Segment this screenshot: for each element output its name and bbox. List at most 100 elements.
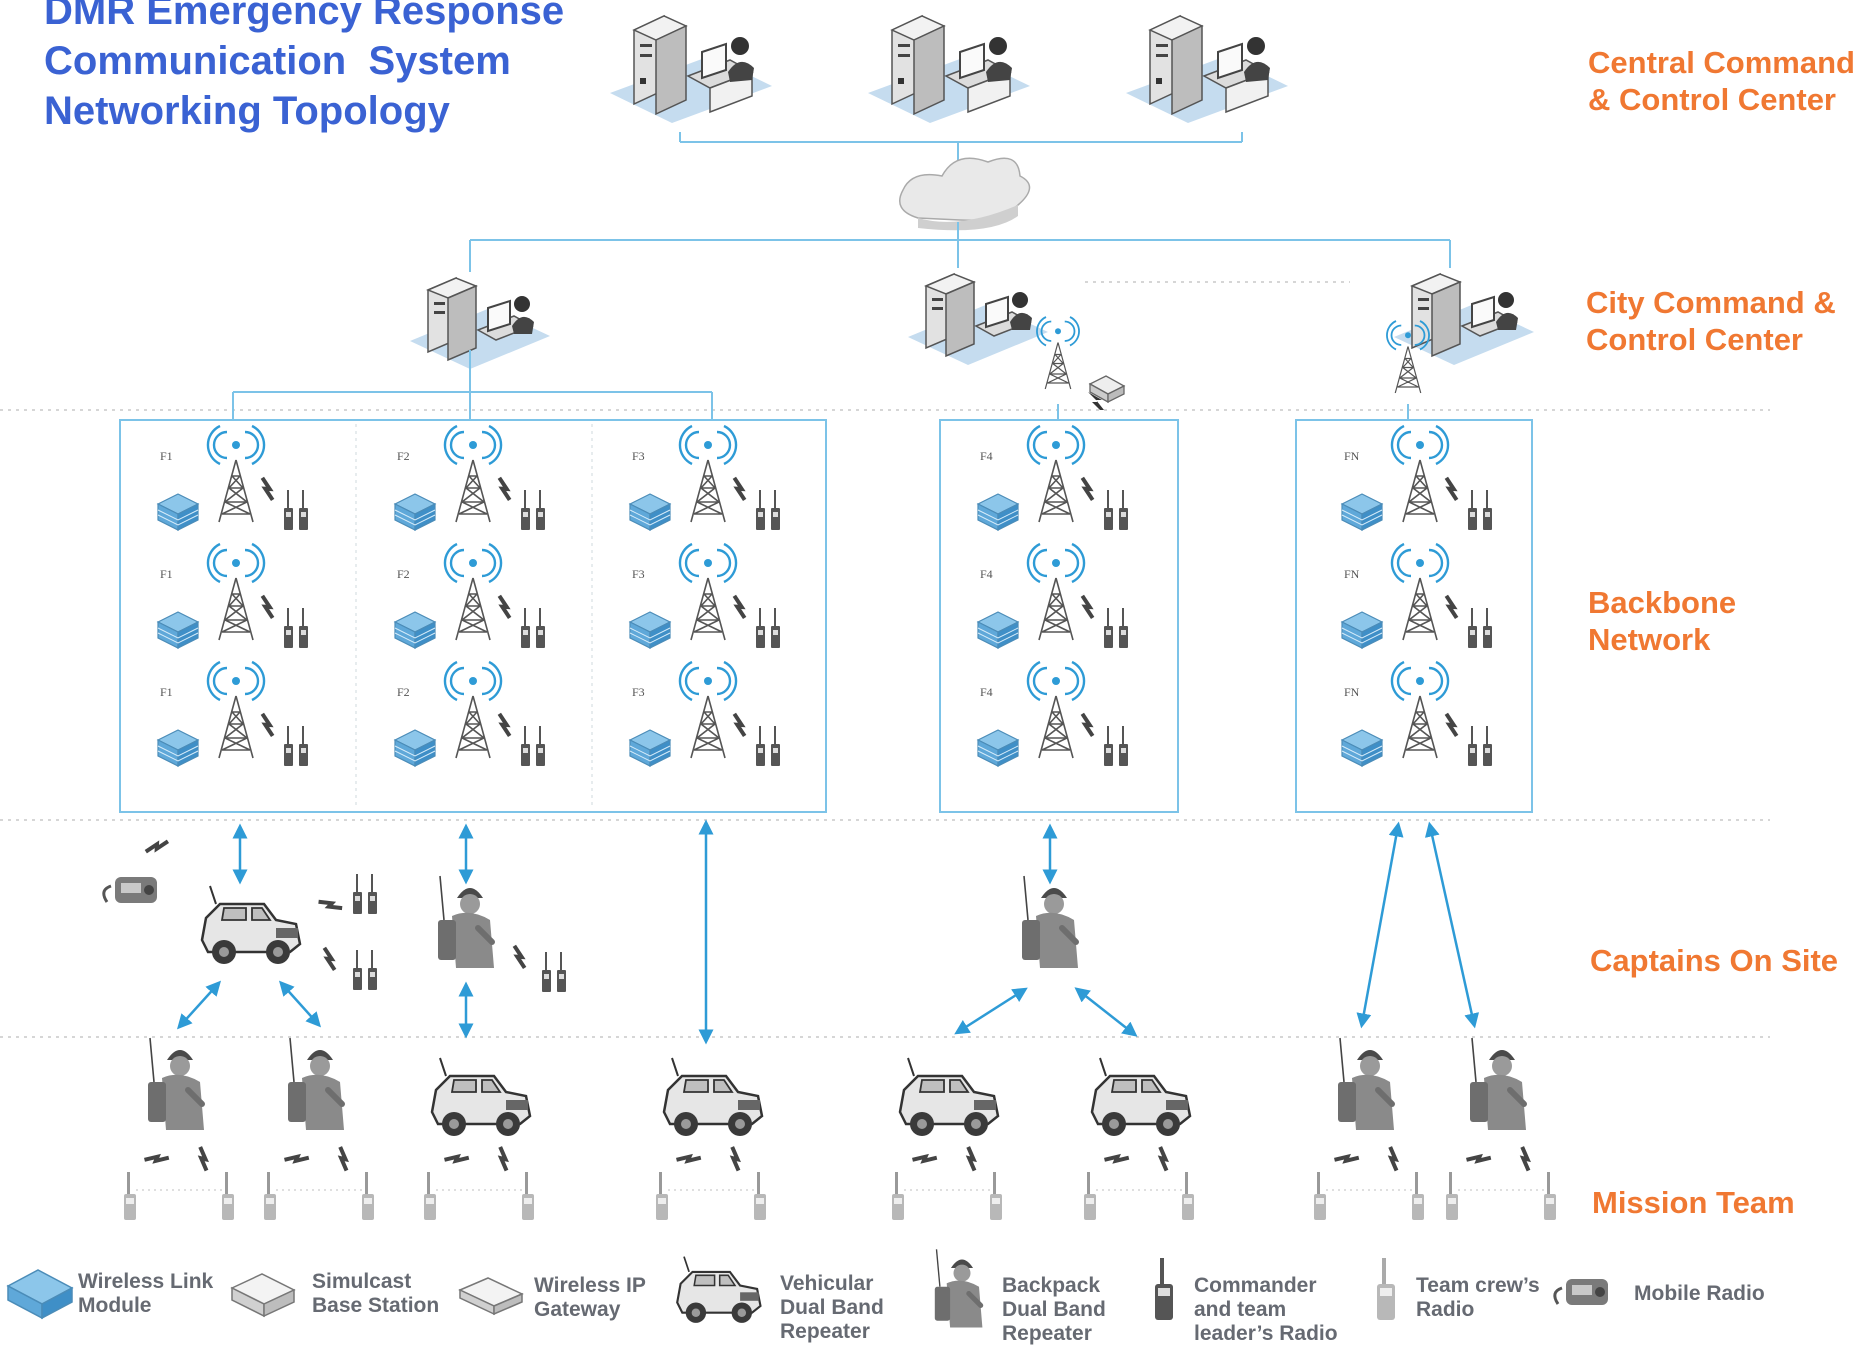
wireless-link-module-icon xyxy=(1341,493,1383,531)
wireless-link-module-icon xyxy=(394,611,436,649)
title-line-1: DMR Emergency Response xyxy=(44,0,565,33)
legend-label-line: Repeater xyxy=(780,1320,870,1343)
title-line-2: Communication System xyxy=(44,39,511,83)
legend-label-line: Wireless IP xyxy=(534,1274,646,1297)
team-crew-radio-icon xyxy=(124,1172,136,1220)
wireless-link-module-icon xyxy=(1341,611,1383,649)
wireless-link-module-icon xyxy=(6,1269,74,1320)
site-cell: F1 xyxy=(157,660,308,767)
site-frequency-label: F4 xyxy=(980,567,993,581)
team-crew-radio-icon xyxy=(1412,1172,1424,1220)
legend-label-line: Dual Band xyxy=(1002,1298,1106,1321)
wireless-link-module-icon xyxy=(157,611,199,649)
site-cell: F4 xyxy=(977,660,1128,767)
site-frequency-label: F4 xyxy=(980,449,993,463)
lightning-icon xyxy=(1073,475,1102,502)
lightning-icon xyxy=(910,1144,939,1173)
tier-label-captains: Captains On Site xyxy=(1590,942,1838,979)
team-crew-radio-icon xyxy=(264,1172,276,1220)
tier-separators xyxy=(0,281,1770,1038)
radio-tower-icon xyxy=(206,424,266,524)
legend-label-line: Simulcast xyxy=(312,1270,412,1293)
site-cell: F3 xyxy=(629,424,780,531)
lightning-icon xyxy=(1437,593,1466,620)
title-line-3: Networking Topology xyxy=(44,89,450,133)
radio-tower-icon xyxy=(443,542,503,642)
team-crew-radio-icon xyxy=(1377,1258,1395,1320)
legend-label-line: Base Station xyxy=(312,1294,440,1317)
tier-label-city-line-1: City Command & xyxy=(1586,285,1836,320)
mission-unit xyxy=(656,1056,766,1220)
lightning-icon xyxy=(142,1144,171,1173)
team-crew-radio-icon xyxy=(1446,1172,1458,1220)
wireless-link-module-icon xyxy=(394,493,436,531)
site-frequency-label: F3 xyxy=(632,449,645,463)
central-bus xyxy=(679,132,1243,160)
handheld-radios-icon xyxy=(1468,608,1492,648)
lightning-icon xyxy=(725,475,754,502)
lightning-icon xyxy=(1437,475,1466,502)
tier-label-backbone: Backbone Network xyxy=(1588,584,1736,658)
diagram-title: DMR Emergency Response Communication Sys… xyxy=(44,0,564,136)
tier-label-city-line-2: Control Center xyxy=(1586,322,1803,357)
radio-tower-icon xyxy=(443,424,503,524)
city-bus xyxy=(469,222,1451,272)
legend-label-line: Vehicular xyxy=(780,1272,874,1295)
backpack-repeater-icon xyxy=(935,1249,983,1327)
handheld-radios-icon xyxy=(1104,726,1128,766)
tier-label-mission: Mission Team xyxy=(1592,1184,1795,1221)
site-frequency-label: FN xyxy=(1344,567,1360,581)
captain-mobile-radio xyxy=(102,875,159,905)
legend-vehicular-repeater: Vehicular Dual Band Repeater xyxy=(780,1272,884,1344)
wireless-link-module-icon xyxy=(977,729,1019,767)
captain-vehicle xyxy=(200,884,302,966)
tier-label-mission-line-1: Mission Team xyxy=(1592,1185,1795,1220)
legend-label-line: and team xyxy=(1194,1298,1287,1321)
mission-unit xyxy=(1446,1038,1556,1220)
team-crew-radio-icon xyxy=(892,1172,904,1220)
lightning-icon xyxy=(1149,1144,1178,1173)
radio-tower-icon xyxy=(678,542,738,642)
handheld-radios-icon xyxy=(284,726,308,766)
team-crew-radio-icon xyxy=(656,1172,668,1220)
site-frequency-label: F3 xyxy=(632,567,645,581)
site-cell: F2 xyxy=(394,424,545,531)
mission-unit xyxy=(1314,1038,1424,1220)
wireless-link-module-icon xyxy=(977,493,1019,531)
team-crew-radio-icon xyxy=(1084,1172,1096,1220)
legend-label-line: Radio xyxy=(1416,1298,1475,1321)
radio-tower-icon xyxy=(206,660,266,760)
radio-tower-icon xyxy=(1026,660,1086,760)
lightning-icon xyxy=(674,1144,703,1173)
lightning-icon xyxy=(725,593,754,620)
simulcast-base-station-icon xyxy=(230,1273,296,1318)
handheld-radios-icon xyxy=(521,490,545,530)
wireless-link-module-icon xyxy=(977,611,1019,649)
legend-backpack-repeater: Backpack Dual Band Repeater xyxy=(1002,1274,1106,1346)
lightning-icon xyxy=(725,711,754,738)
site-frequency-label: F1 xyxy=(160,685,173,699)
site-cell: F1 xyxy=(157,542,308,649)
team-crew-radio-icon xyxy=(1182,1172,1194,1220)
vehicular-repeater-icon xyxy=(662,1056,764,1138)
backbone-boxes xyxy=(119,419,1533,813)
team-crew-radio-icon xyxy=(1314,1172,1326,1220)
mission-unit xyxy=(424,1056,534,1220)
legend-label-line: Dual Band xyxy=(780,1296,884,1319)
site-cell: FN xyxy=(1341,424,1492,531)
legend-label-line: Wireless Link xyxy=(78,1270,214,1293)
tier-label-city: City Command & Control Center xyxy=(1586,284,1836,358)
site-frequency-label: F3 xyxy=(632,685,645,699)
lightning-icon xyxy=(1332,1144,1361,1173)
lightning-icon xyxy=(442,1144,471,1173)
lightning-icon xyxy=(1437,711,1466,738)
handheld-radios-icon xyxy=(1104,490,1128,530)
team-crew-radio-icon xyxy=(222,1172,234,1220)
site-frequency-label: F1 xyxy=(160,449,173,463)
lightning-icon xyxy=(1511,1144,1540,1173)
radio-tower-icon xyxy=(1026,542,1086,642)
team-crew-radio-icon xyxy=(362,1172,374,1220)
backpack-repeater-icon xyxy=(288,1038,344,1130)
tier-label-backbone-line-1: Backbone xyxy=(1588,585,1737,620)
